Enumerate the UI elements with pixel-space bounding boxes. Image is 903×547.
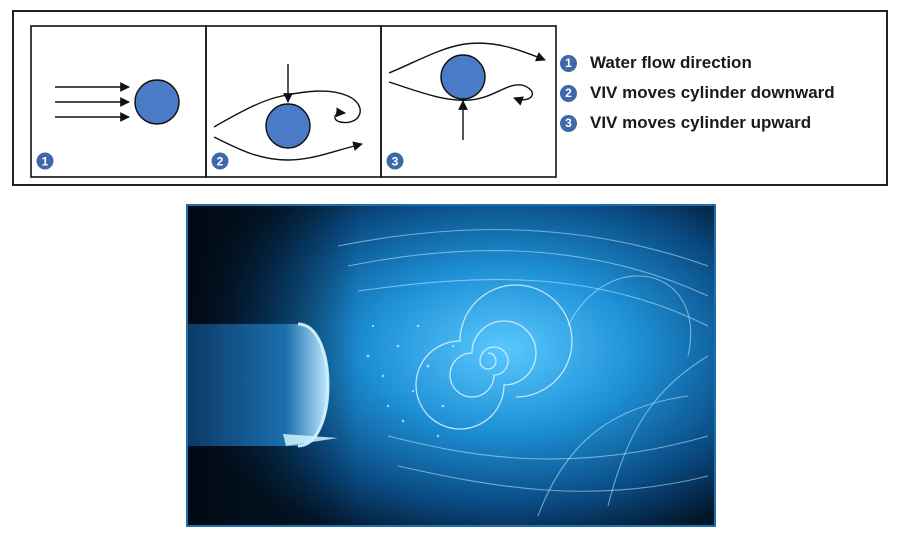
flow-visualization-photo [186, 204, 716, 527]
legend-item-downward: 2 VIV moves cylinder downward [560, 78, 880, 108]
panel-2-number-badge: 2 [211, 152, 229, 170]
panel-3-number-badge: 3 [386, 152, 404, 170]
svg-text:2: 2 [217, 155, 224, 169]
svg-text:3: 3 [392, 155, 399, 169]
panels-diagram: 1 2 3 [30, 25, 557, 178]
panel-3-cylinder [440, 54, 486, 100]
panel-1-cylinder [134, 79, 180, 125]
legend-label: VIV moves cylinder upward [590, 113, 812, 132]
panel-2-box [205, 25, 382, 178]
legend-badge: 3 [560, 114, 577, 132]
panel-3-streamlines [388, 42, 546, 106]
legend-badge: 1 [560, 54, 577, 72]
legend-item-flow: 1 Water flow direction [560, 48, 880, 78]
panel-2-cylinder [265, 103, 311, 149]
flow-streaks [337, 229, 709, 517]
svg-text:1: 1 [42, 155, 49, 169]
vortex-spiral [415, 284, 573, 430]
legend-label: Water flow direction [590, 53, 752, 72]
particles [366, 324, 455, 438]
vortex-illustration [188, 206, 714, 525]
panel-1-flow-arrows [55, 82, 130, 122]
panel-3-box [380, 25, 557, 178]
legend-badge: 2 [560, 84, 577, 102]
panel-2-streamlines [213, 90, 363, 161]
legend-label: VIV moves cylinder downward [590, 83, 835, 102]
panel-1-number-badge: 1 [36, 152, 54, 170]
legend-item-upward: 3 VIV moves cylinder upward [560, 108, 880, 138]
cylinder-shape [188, 324, 328, 446]
legend: 1 Water flow direction 2 VIV moves cylin… [560, 48, 880, 138]
